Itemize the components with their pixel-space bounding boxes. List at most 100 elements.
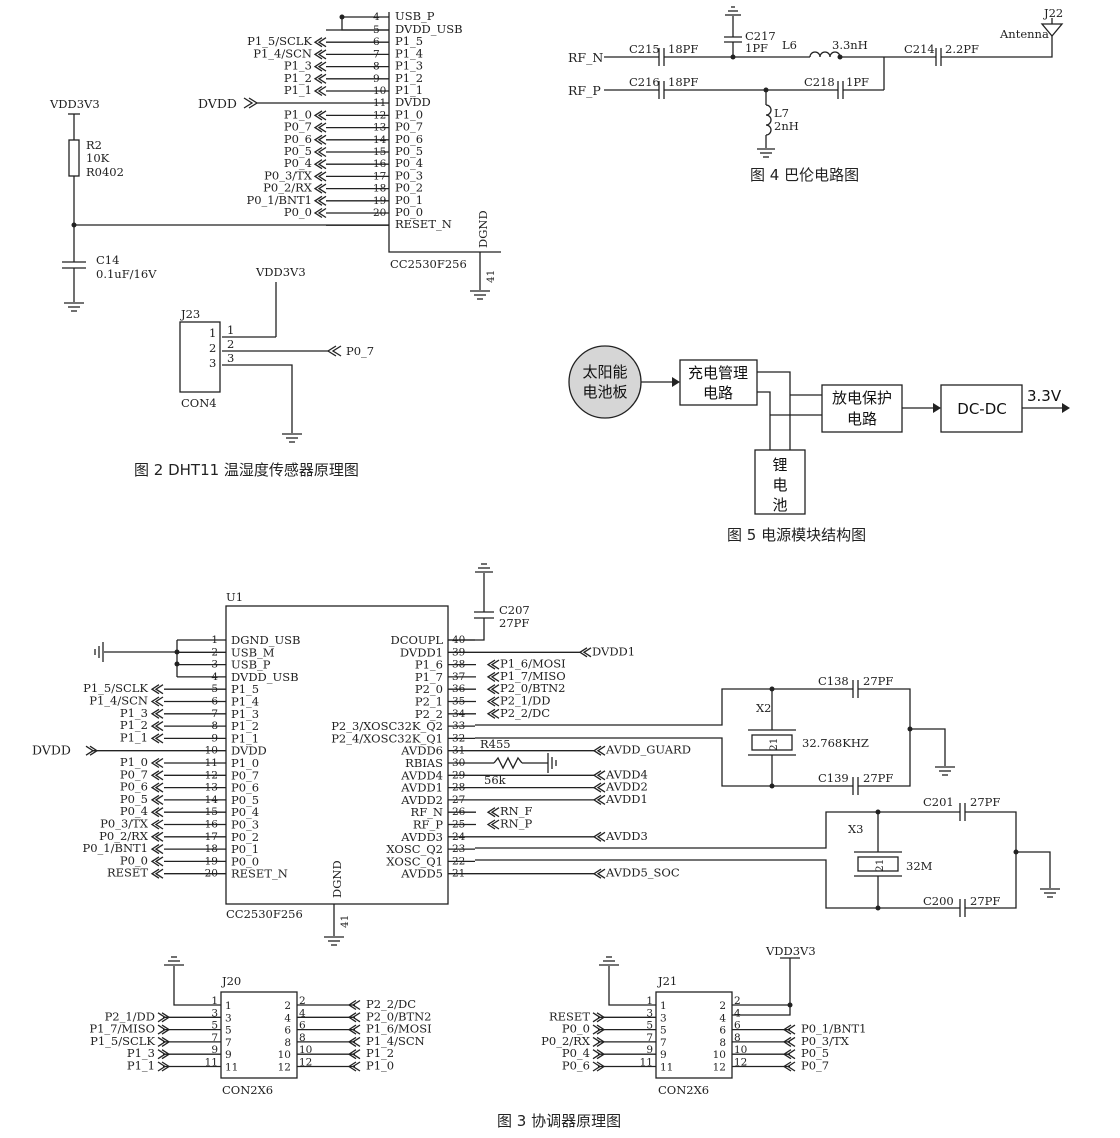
net-arrow-icon xyxy=(150,733,160,744)
fig3-j20-ground-symbol xyxy=(164,956,184,966)
net-arrow-icon xyxy=(317,49,327,60)
net-arrow-icon xyxy=(490,819,500,830)
fig2-pin-name: DVDD xyxy=(395,95,431,109)
net-arrow-icon xyxy=(486,671,496,682)
net-arrow-icon xyxy=(347,1012,357,1023)
fig5-battery-char: 锂 xyxy=(772,456,787,474)
fig2-net-label: P1_4/SCN xyxy=(253,46,312,60)
fig2-dgnd-pin: 41 xyxy=(485,270,497,283)
fig2-net-label: P0_1/BNT1 xyxy=(247,193,313,207)
net-arrow-icon xyxy=(150,831,160,842)
figure-2-dht11: CC2530F256 DGND 41 USB_P4DVDD_USB5P1_56P… xyxy=(49,9,501,479)
connector-pin-number: 8 xyxy=(299,1032,306,1044)
fig3-right-net-label: P1_7/MISO xyxy=(500,669,566,683)
fig5-charge-box xyxy=(679,359,758,406)
fig2-dvdd-label: DVDD xyxy=(198,96,237,111)
net-arrow-icon xyxy=(490,671,500,682)
fig3-junction-dot xyxy=(769,686,775,692)
fig2-pin-name: P0_0 xyxy=(395,205,423,219)
net-arrow-icon xyxy=(490,696,500,707)
fig3-x2-ground-wire xyxy=(910,728,946,766)
fig3-dgnd-ground-symbol xyxy=(324,936,344,946)
fig3-c139-capacitor xyxy=(852,777,859,795)
fig2-c14-ref: C14 xyxy=(96,253,119,267)
fig2-net-label: P1_1 xyxy=(284,83,312,97)
fig3-j20-ref: J20 xyxy=(221,974,241,988)
fig3-left-pin-name: P0_0 xyxy=(231,854,259,868)
net-arrow-icon xyxy=(161,1036,171,1047)
net-arrow-icon xyxy=(150,819,160,830)
fig3-right-pin-name: P2_1 xyxy=(415,695,443,709)
fig5-discharge-box xyxy=(821,384,903,433)
fig3-x3-cap-loop xyxy=(965,811,1017,909)
net-arrow-icon xyxy=(313,183,323,194)
connector-pin-number: 5 xyxy=(660,1025,667,1037)
fig3-right-net-label: P1_6/MOSI xyxy=(500,657,566,671)
fig2-pin-name: USB_P xyxy=(395,9,435,23)
fig3-usb-ground-symbol xyxy=(94,642,104,662)
fig3-right-net-label: P2_2/DC xyxy=(500,706,550,720)
connector-pin-number: 9 xyxy=(660,1049,667,1061)
fig2-net-label: P1_5/SCLK xyxy=(247,34,312,48)
fig3-right-pin-name: P1_7 xyxy=(415,670,443,684)
fig3-right-pin-name: AVDD5 xyxy=(400,867,443,881)
connector-pin-number: 6 xyxy=(299,1020,306,1032)
fig4-c216-ref: C216 xyxy=(629,75,660,89)
connector-pin-number: 7 xyxy=(211,1032,218,1044)
connector-pin-number: 8 xyxy=(719,1037,726,1049)
fig2-reset-junction xyxy=(71,222,77,228)
fig2-vdd3v3-label: VDD3V3 xyxy=(49,97,100,111)
net-arrow-icon xyxy=(317,159,327,170)
fig3-left-pin-name: P0_5 xyxy=(231,793,259,807)
net-arrow-icon xyxy=(592,794,602,805)
connector-pin-number: 4 xyxy=(284,1012,291,1024)
fig3-x3-ground-symbol xyxy=(1040,888,1060,898)
fig2-j23-name: CON4 xyxy=(181,396,217,410)
fig3-left-pin-name: P1_2 xyxy=(231,719,259,733)
net-arrow-icon xyxy=(313,122,323,133)
connector-net-label: P1_0 xyxy=(366,1059,394,1073)
fig3-r455-value: 56k xyxy=(484,773,507,787)
connector-pin-number: 7 xyxy=(660,1037,667,1049)
fig3-left-pin-name: P1_5 xyxy=(231,682,259,696)
fig3-j21-vdd-wire xyxy=(732,958,791,1016)
connector-net-label: P1_7/MISO xyxy=(89,1022,155,1036)
net-arrow-icon xyxy=(150,684,160,695)
fig3-x2-ground-symbol xyxy=(935,766,955,776)
net-arrow-icon xyxy=(786,1036,796,1047)
fig2-j23-inner-pin: 2 xyxy=(227,337,234,351)
net-arrow-icon xyxy=(313,73,323,84)
net-arrow-icon xyxy=(596,794,606,805)
fig3-chip-name: CC2530F256 xyxy=(226,907,303,921)
connector-net-label: P0_1/BNT1 xyxy=(801,1022,867,1036)
fig3-left-net-label: P1_2 xyxy=(120,718,148,732)
connector-net-label: P1_5/SCLK xyxy=(90,1034,155,1048)
net-arrow-icon xyxy=(486,696,496,707)
fig3-c201-value: 27PF xyxy=(970,795,1000,809)
connector-pin-number: 1 xyxy=(211,995,218,1007)
fig3-x3-wire-bottom xyxy=(475,859,960,909)
net-arrow-icon xyxy=(351,1049,361,1060)
fig3-left-net-label: RESET xyxy=(107,866,148,880)
fig2-pin-name: P1_2 xyxy=(395,71,423,85)
connector-pin-number: 4 xyxy=(734,1007,741,1019)
fig2-vdd3v3-label-2: VDD3V3 xyxy=(255,265,306,279)
fig3-junction-dot xyxy=(875,905,881,911)
net-arrow-icon xyxy=(154,844,164,855)
fig2-p07-arrow xyxy=(326,345,342,357)
fig2-r2-value: 10K xyxy=(86,151,110,165)
net-arrow-icon xyxy=(596,868,606,879)
fig5-link-a xyxy=(757,371,791,450)
net-arrow-icon xyxy=(351,1061,361,1072)
net-arrow-icon xyxy=(592,1036,602,1047)
fig3-j21-gnd-wire xyxy=(608,966,656,1006)
fig2-c14-capacitor xyxy=(62,261,86,302)
net-arrow-icon xyxy=(161,1012,171,1023)
net-arrow-icon xyxy=(596,1049,606,1060)
fig4-l6-ref: L6 xyxy=(782,38,797,52)
fig4-l6-inductor xyxy=(809,51,841,58)
fig3-junction-dot xyxy=(875,809,881,815)
net-arrow-icon xyxy=(592,831,602,842)
net-arrow-icon xyxy=(157,1012,167,1023)
fig2-net-label: P1_2 xyxy=(284,71,312,85)
